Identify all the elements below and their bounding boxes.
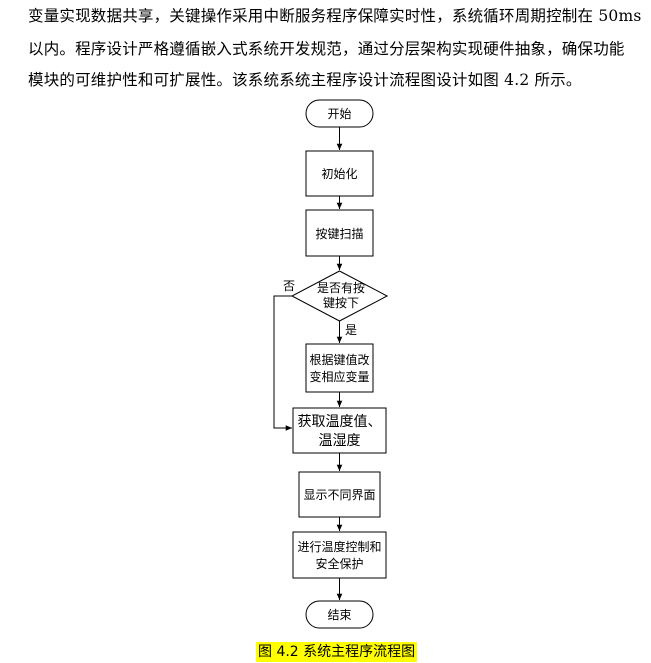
read-label-1: 获取温度值、 <box>298 414 382 430</box>
decision-node: 是否有按 键按下 <box>290 270 389 322</box>
start-node: 开始 <box>305 99 374 128</box>
control-label-1: 进行温度控制和 <box>297 539 381 554</box>
end-label: 结束 <box>327 608 351 622</box>
init-node: 初始化 <box>305 150 374 197</box>
update-label-2: 变相应变量 <box>309 369 369 384</box>
display-node: 显示不同界面 <box>298 471 381 518</box>
edge-decision-no <box>273 295 292 431</box>
control-node: 进行温度控制和 安全保护 <box>292 531 387 579</box>
read-node: 获取温度值、 温湿度 <box>292 407 387 454</box>
paragraph-line-2: 以内。程序设计严格遵循嵌入式系统开发规范，通过分层架构实现硬件抽象，确保功能 <box>28 40 625 58</box>
no-label: 否 <box>283 279 295 293</box>
decision-label-2: 键按下 <box>323 296 359 310</box>
update-label-1: 根据键值改 <box>309 352 369 367</box>
update-node: 根据键值改 变相应变量 <box>305 343 374 393</box>
display-label: 显示不同界面 <box>303 488 375 502</box>
start-label: 开始 <box>327 107 351 121</box>
init-label: 初始化 <box>321 167 357 181</box>
decision-label-1: 是否有按 <box>317 281 365 295</box>
paragraph-line-3: 模块的可维护性和可扩展性。该系统系统主程序设计流程图设计如图 4.2 所示。 <box>28 71 582 89</box>
end-node: 结束 <box>305 600 374 629</box>
yes-label: 是 <box>345 323 357 337</box>
read-label-2: 温湿度 <box>319 433 361 449</box>
control-label-2: 安全保护 <box>315 556 363 571</box>
paragraph-line-1: 变量实现数据共享，关键操作采用中断服务程序保障实时性，系统循环周期控制在 50m… <box>28 7 642 25</box>
scan-label: 按键扫描 <box>315 227 363 241</box>
figure-caption: 图 4.2 系统主程序流程图 <box>256 642 418 662</box>
scan-node: 按键扫描 <box>305 209 374 257</box>
